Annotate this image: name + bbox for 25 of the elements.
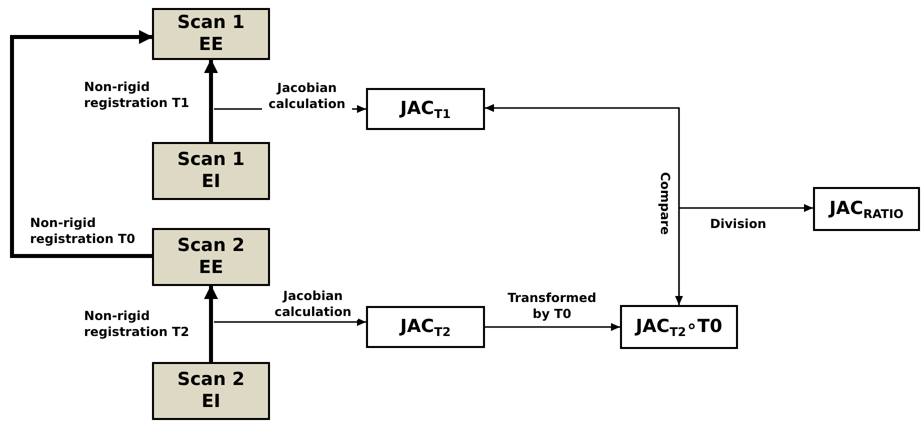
box-label: JAC$_{T2}$∘T0 (636, 316, 722, 338)
process-box (620, 305, 738, 349)
arrow (204, 285, 218, 362)
box-label: Scan 1 EE (176, 12, 246, 56)
box-label: JAC$_{T1}$ (400, 98, 451, 120)
arrow (10, 30, 153, 258)
process-box (152, 142, 270, 200)
arrow (485, 323, 620, 331)
box-label: Scan 1 EI (176, 149, 246, 193)
process-box (366, 88, 485, 130)
edge-label: Compare (657, 172, 673, 235)
box-label: JAC$_{RATIO}$ (829, 198, 904, 220)
process-box (152, 362, 270, 420)
process-box (813, 187, 920, 231)
box-label: JAC$_{T2}$ (400, 316, 451, 338)
process-box (152, 8, 270, 60)
box-label: Scan 2 EE (176, 235, 246, 279)
edge-label: Jacobian calculation (262, 80, 352, 112)
process-box (152, 228, 270, 286)
arrow (204, 59, 218, 142)
arrow (485, 104, 683, 305)
process-box (366, 306, 485, 348)
arrow (214, 318, 366, 326)
box-label: Scan 2 EI (176, 369, 246, 413)
arrow (679, 204, 813, 212)
